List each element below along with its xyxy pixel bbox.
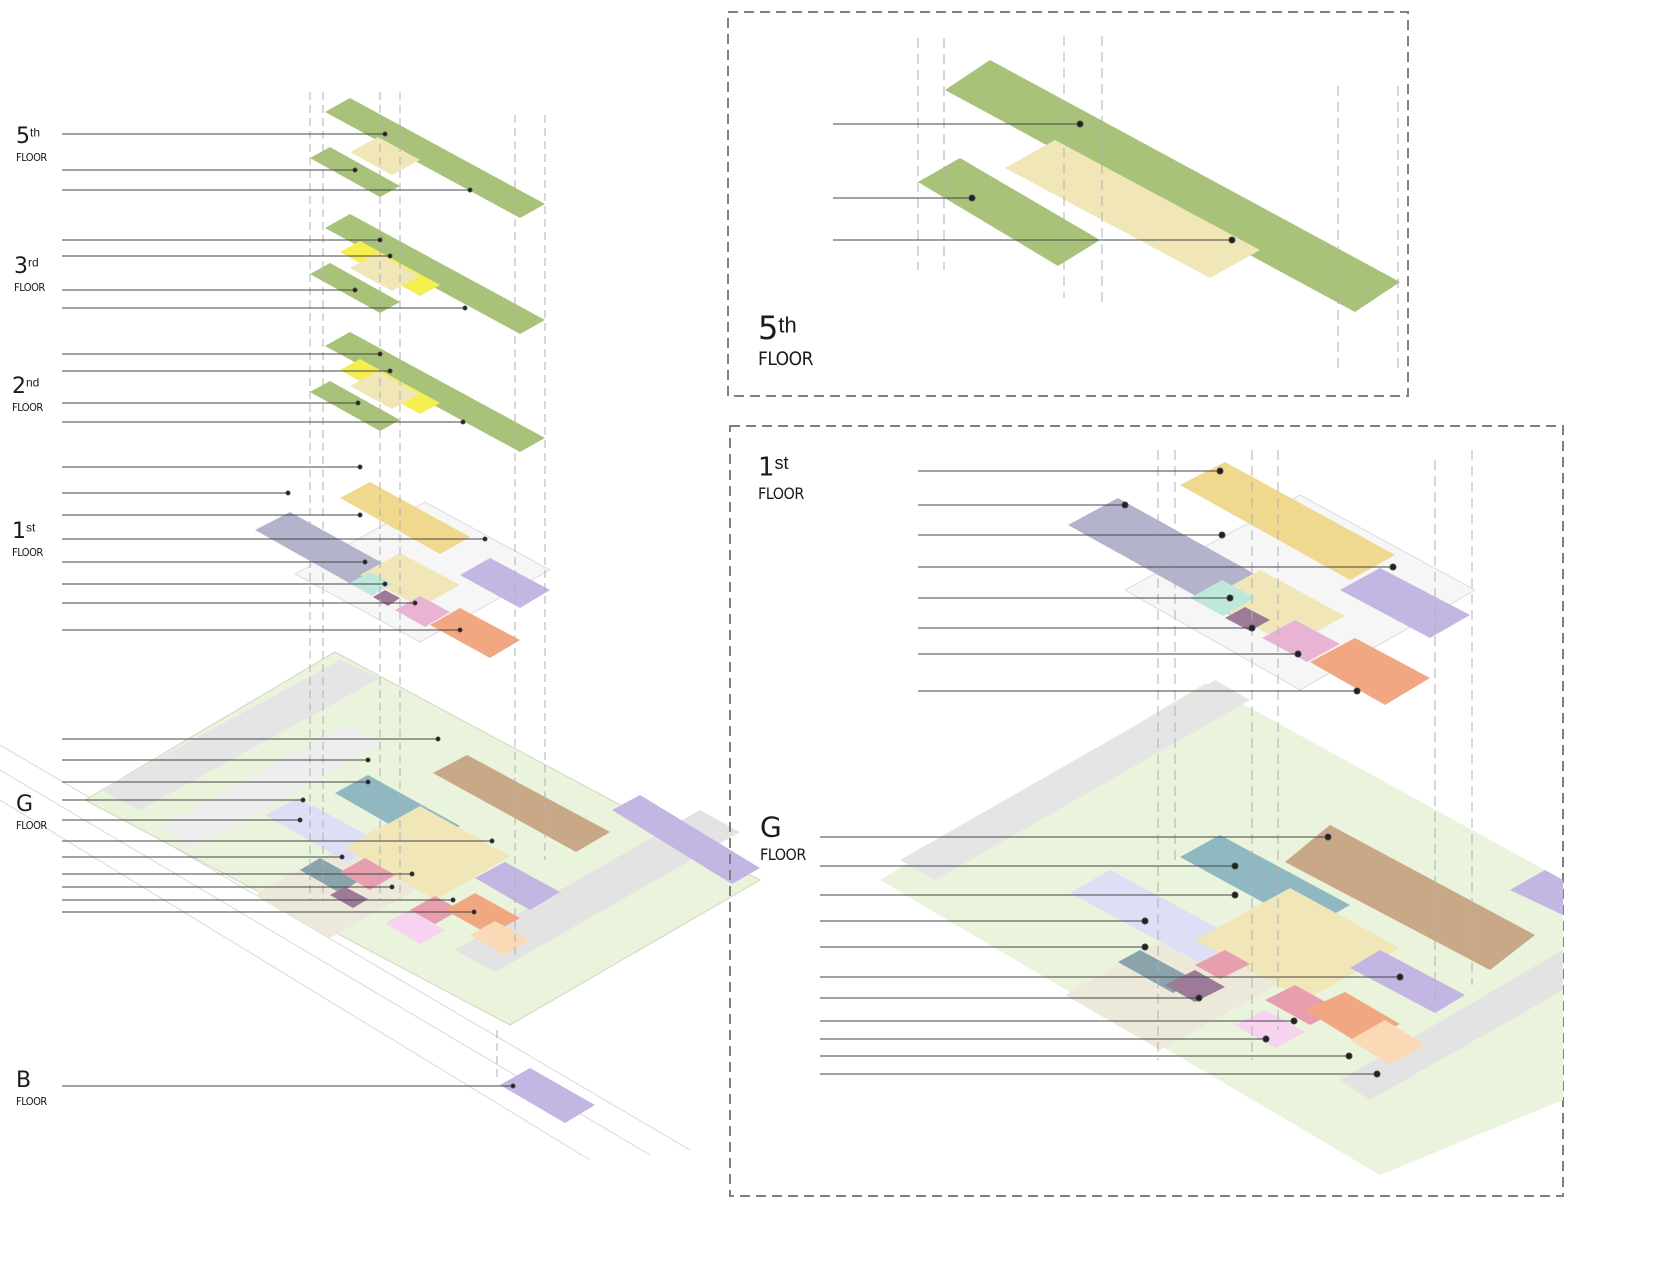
floor-label-1st: 1st FLOOR <box>12 519 43 559</box>
floor-word: FLOOR <box>16 819 47 832</box>
floor-number: 5 <box>758 309 779 347</box>
block-lavender <box>475 862 560 910</box>
basement-block <box>500 1068 595 1123</box>
plum <box>1225 607 1270 631</box>
second-floor-plate <box>310 332 545 452</box>
core-circulation <box>1195 888 1400 1000</box>
floor-label-b: B FLOOR <box>16 1068 47 1108</box>
block-plum <box>330 887 368 908</box>
basement-plate <box>500 1068 595 1123</box>
floor-suffix: st <box>774 453 789 473</box>
east-annex <box>1510 870 1563 915</box>
block-peach <box>470 921 530 955</box>
floor-label-5th: 5th FLOOR <box>16 124 47 164</box>
floor-number: 1 <box>758 452 775 483</box>
salmon <box>430 608 520 658</box>
leader-lines <box>820 467 1404 1078</box>
circulation-link <box>350 137 420 175</box>
floor-word: FLOOR <box>758 484 804 504</box>
core-circulation <box>345 806 510 900</box>
floor-suffix: rd <box>28 255 39 270</box>
floor-word: FLOOR <box>760 845 806 865</box>
circulation-link <box>1005 140 1260 278</box>
floor-word: FLOOR <box>12 546 43 559</box>
block-peach <box>1350 1020 1425 1065</box>
third-floor-plate <box>310 214 545 334</box>
wing-grey-blue <box>255 512 395 589</box>
core <box>1205 570 1345 646</box>
fifth-floor-detail <box>727 11 1409 397</box>
block-rose <box>1195 950 1250 979</box>
floor-number: 5 <box>16 124 30 149</box>
core <box>360 553 460 607</box>
south-wing <box>310 381 400 431</box>
floor-number: G <box>760 810 782 844</box>
vertical-alignment-lines <box>309 92 546 1080</box>
detail-frame-1st-g <box>729 425 1564 1197</box>
east-annex <box>612 795 760 884</box>
floor-label-2nd: 2nd FLOOR <box>12 374 43 414</box>
floor-label-g: G FLOOR <box>16 792 47 832</box>
floor-word: FLOOR <box>12 401 43 414</box>
first-floor-plate <box>255 482 552 658</box>
ground-floor-plate <box>83 651 762 1026</box>
lavender-wing <box>460 558 550 608</box>
vertical-alignment-lines <box>1157 450 1473 1060</box>
hall-tan <box>433 755 610 852</box>
floor-word: FLOOR <box>16 151 47 164</box>
block-plum <box>1165 970 1225 1002</box>
detail-frame-5th <box>727 11 1409 397</box>
floor-number: 3 <box>14 254 28 279</box>
detail-label-1st: 1st FLOOR <box>758 454 804 502</box>
circulation-link <box>350 253 420 291</box>
detail-label-g: G FLOOR <box>760 812 806 863</box>
block-light-pink <box>385 910 445 944</box>
right-road <box>1340 950 1563 1100</box>
south-wing <box>918 158 1100 266</box>
fifth-floor-plate <box>310 98 545 218</box>
block-lavender <box>1350 950 1465 1013</box>
floor-suffix: st <box>26 520 36 535</box>
wing-gold <box>1180 462 1395 580</box>
block-rose-2 <box>410 896 460 924</box>
first-ground-detail <box>729 425 1564 1197</box>
lavender-wing <box>1340 568 1470 638</box>
floor-word: FLOOR <box>16 1095 47 1108</box>
right-road <box>455 810 740 972</box>
parking-strip <box>900 680 1250 880</box>
floor-word: FLOOR <box>14 281 45 294</box>
floor-suffix: th <box>778 312 797 338</box>
floor-label-3rd: 3rd FLOOR <box>14 254 45 294</box>
salmon <box>1310 638 1430 705</box>
vertical-alignment-lines <box>917 36 1399 372</box>
north-wing <box>325 214 545 334</box>
north-wing <box>325 332 545 452</box>
floor-suffix: th <box>30 125 41 140</box>
leader-lines <box>833 120 1236 244</box>
pink <box>395 596 450 627</box>
circulation-link <box>350 371 420 409</box>
leader-lines <box>62 131 516 1089</box>
floor-number: G <box>16 792 34 817</box>
pink <box>1262 620 1340 662</box>
wing-gold <box>340 482 470 554</box>
north-wing <box>325 98 545 218</box>
floor-number: 2 <box>12 374 26 399</box>
north-wing <box>945 60 1400 312</box>
service-road <box>160 725 380 848</box>
floor-suffix: nd <box>26 375 40 390</box>
exploded-stack <box>0 92 762 1161</box>
detail-label-5th: 5th FLOOR <box>758 312 813 369</box>
floor-number: B <box>16 1068 32 1093</box>
floor-word: FLOOR <box>758 348 813 370</box>
floor-number: 1 <box>12 519 26 544</box>
block-slate <box>300 858 360 893</box>
